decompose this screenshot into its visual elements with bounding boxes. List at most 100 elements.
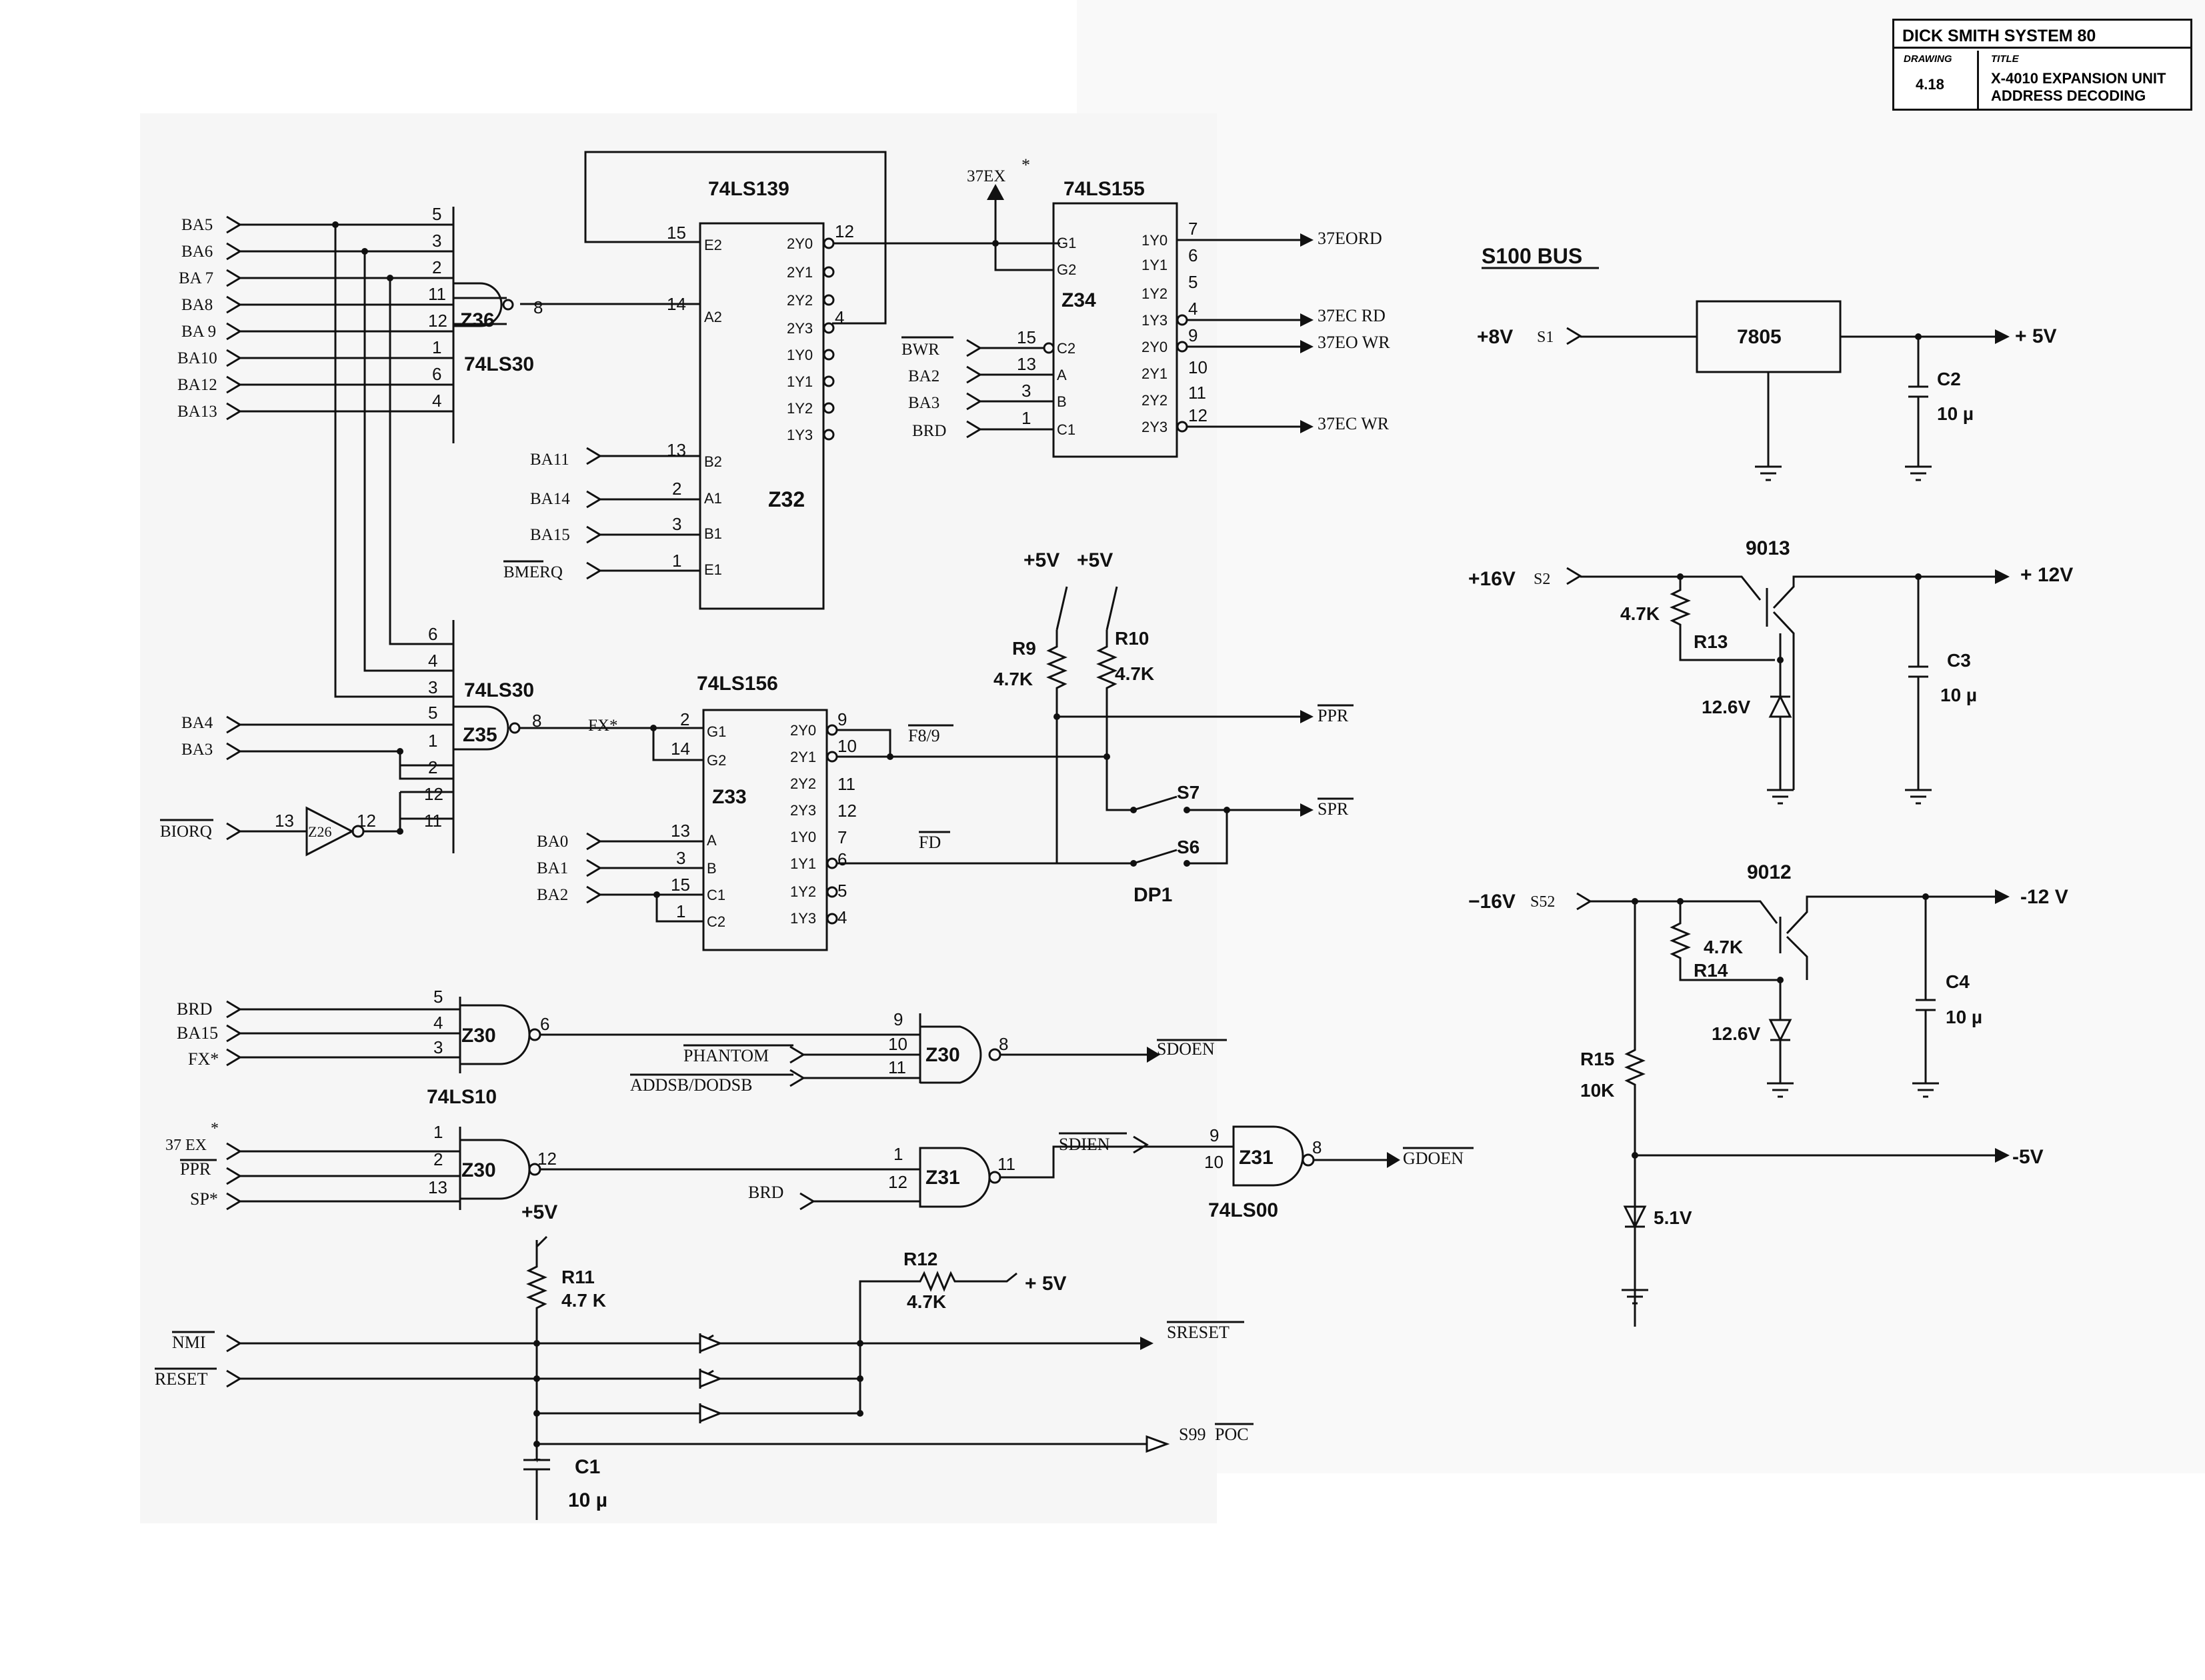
title-line-1: X-4010 EXPANSION UNIT: [1991, 70, 2166, 87]
pin-label: 1: [676, 901, 685, 921]
pin-label: 13: [428, 1177, 447, 1197]
pin-label: 15: [671, 875, 690, 895]
c2-value: 10 µ: [1937, 403, 1974, 424]
pin-label: 1: [433, 1122, 443, 1142]
ba7-label: BA 7: [179, 269, 213, 287]
title-line-2: ADDRESS DECODING: [1991, 87, 2146, 104]
ba5-label: BA5: [181, 216, 213, 234]
pin-label: 12: [835, 221, 854, 241]
pin-label: 4: [433, 1013, 443, 1033]
pin-label: 6: [837, 849, 847, 869]
s100-heading: S100 BUS: [1482, 244, 1582, 268]
pin-label: 5: [837, 881, 847, 901]
ba3-label: BA3: [908, 394, 939, 412]
pin-label: 13: [667, 440, 686, 460]
pin-label: 8: [533, 297, 543, 317]
z34-decoder: 74LS155 Z34 37EX * G1 G2 C2 A B C1 BWR B…: [901, 155, 1390, 458]
z30a-label: Z30: [461, 1025, 496, 1047]
pin-label: 3: [433, 1037, 443, 1057]
pin-name: 2Y1: [1142, 365, 1168, 382]
addsb-label: ADDSB/DODSB: [630, 1075, 753, 1095]
pin-name: 1Y1: [1142, 257, 1168, 273]
ba11-label: BA11: [530, 451, 569, 469]
s99-output: S99: [1179, 1425, 1206, 1444]
z36-label: Z36: [460, 309, 495, 331]
pin-name: 2Y2: [787, 292, 813, 309]
z30b-label: Z30: [925, 1044, 960, 1066]
f89-label: F8/9: [908, 726, 940, 745]
pin-label: 3: [432, 231, 441, 251]
z32-type-label: 74LS139: [708, 178, 789, 200]
pin-label: 2: [433, 1149, 443, 1169]
pin-name: A2: [704, 309, 722, 325]
z31a-label: Z31: [925, 1167, 960, 1189]
pin-label: 12: [424, 784, 443, 804]
pin-label: 2: [672, 479, 681, 499]
pin-name: G1: [707, 723, 726, 740]
pin-name: 2Y2: [1142, 392, 1168, 409]
spr-output: SPR: [1318, 799, 1349, 819]
zener126a-label: 12.6V: [1702, 697, 1750, 717]
z30c-label: Z30: [461, 1159, 496, 1181]
pin-label: 11: [837, 774, 855, 794]
z33-decoder: 74LS156 Z33 G1 G2 A B C1 C2 2 14 BA0 BA1…: [537, 673, 1134, 951]
r10-label: R10: [1115, 628, 1149, 649]
pin-label: 12: [357, 811, 376, 831]
pin-label: 2: [428, 757, 437, 777]
brd-label-2: BRD: [177, 999, 212, 1019]
pin-label: 8: [532, 711, 541, 731]
pin-name: 2Y3: [787, 320, 813, 337]
pin-name: 2Y1: [790, 749, 816, 765]
ba8-label: BA8: [181, 296, 213, 314]
pin-name: 2Y2: [790, 775, 816, 792]
37ecrd-output: 37EC RD: [1318, 306, 1386, 325]
r12-vcc-label: + 5V: [1025, 1273, 1067, 1295]
pin-label: 8: [1312, 1137, 1322, 1157]
reset-circuit: +5V NMI RESET R11 4.7 K R12 4.7K + 5V SR…: [155, 1201, 1254, 1520]
z35-label: Z35: [463, 724, 497, 746]
pin-label: 9: [893, 1009, 903, 1029]
pin-label: 10: [1204, 1152, 1224, 1172]
pin-name: 1Y1: [790, 855, 816, 872]
r12-value: 4.7K: [907, 1291, 946, 1312]
title-block: DICK SMITH SYSTEM 80 DRAWING 4.18 TITLE …: [1892, 19, 2192, 111]
pin-label: 7: [837, 827, 847, 847]
pin-label: 3: [676, 848, 685, 868]
pin-label: 13: [1017, 354, 1036, 374]
pin-name: B2: [704, 453, 722, 470]
title-block-drawing-cell: DRAWING 4.18: [1894, 51, 1979, 109]
pin-label: 10: [888, 1034, 907, 1054]
star-mark: *: [1021, 155, 1030, 175]
pin-label: 4: [1188, 299, 1198, 319]
c4-label: C4: [1946, 971, 1970, 992]
c1-plus-mark: +: [533, 1452, 541, 1467]
pin-label: 14: [671, 739, 690, 759]
pin-label: 4: [835, 307, 844, 327]
s52-label: S52: [1530, 893, 1555, 911]
r10-vcc-label: +5V: [1077, 549, 1113, 571]
star-mark: *: [211, 1120, 219, 1137]
pin-name: G2: [707, 752, 726, 769]
r9-vcc-label: +5V: [1023, 549, 1059, 571]
ba12-label: BA12: [177, 376, 217, 394]
title-block-title-cell: TITLE X-4010 EXPANSION UNIT ADDRESS DECO…: [1979, 51, 2190, 109]
pin-label: 10: [837, 736, 857, 756]
pin-label: 5: [432, 204, 441, 224]
s100-power-section: S100 BUS +8V S1 7805 + 5V C2 10 µ 9013 +…: [1468, 244, 2073, 1327]
drawing-number: 4.18: [1916, 76, 1944, 93]
37eowr-output: 37EO WR: [1318, 333, 1390, 352]
reg-7805-label: 7805: [1737, 326, 1782, 348]
z26-label: Z26: [308, 823, 331, 840]
sp-label: SP*: [190, 1189, 218, 1209]
pin-label: 15: [667, 223, 686, 243]
z32-label: Z32: [768, 487, 805, 511]
inm16-label: −16V: [1468, 891, 1516, 913]
pin-name: A: [1057, 367, 1067, 383]
r13-label: R13: [1694, 631, 1728, 652]
37ecwr-output: 37EC WR: [1318, 414, 1390, 433]
pin-label: 2: [432, 257, 441, 277]
pin-label: 12: [888, 1172, 907, 1192]
pin-label: 5: [428, 703, 437, 723]
pin-label: 3: [1021, 381, 1031, 401]
ba2-label-2: BA2: [537, 886, 568, 904]
